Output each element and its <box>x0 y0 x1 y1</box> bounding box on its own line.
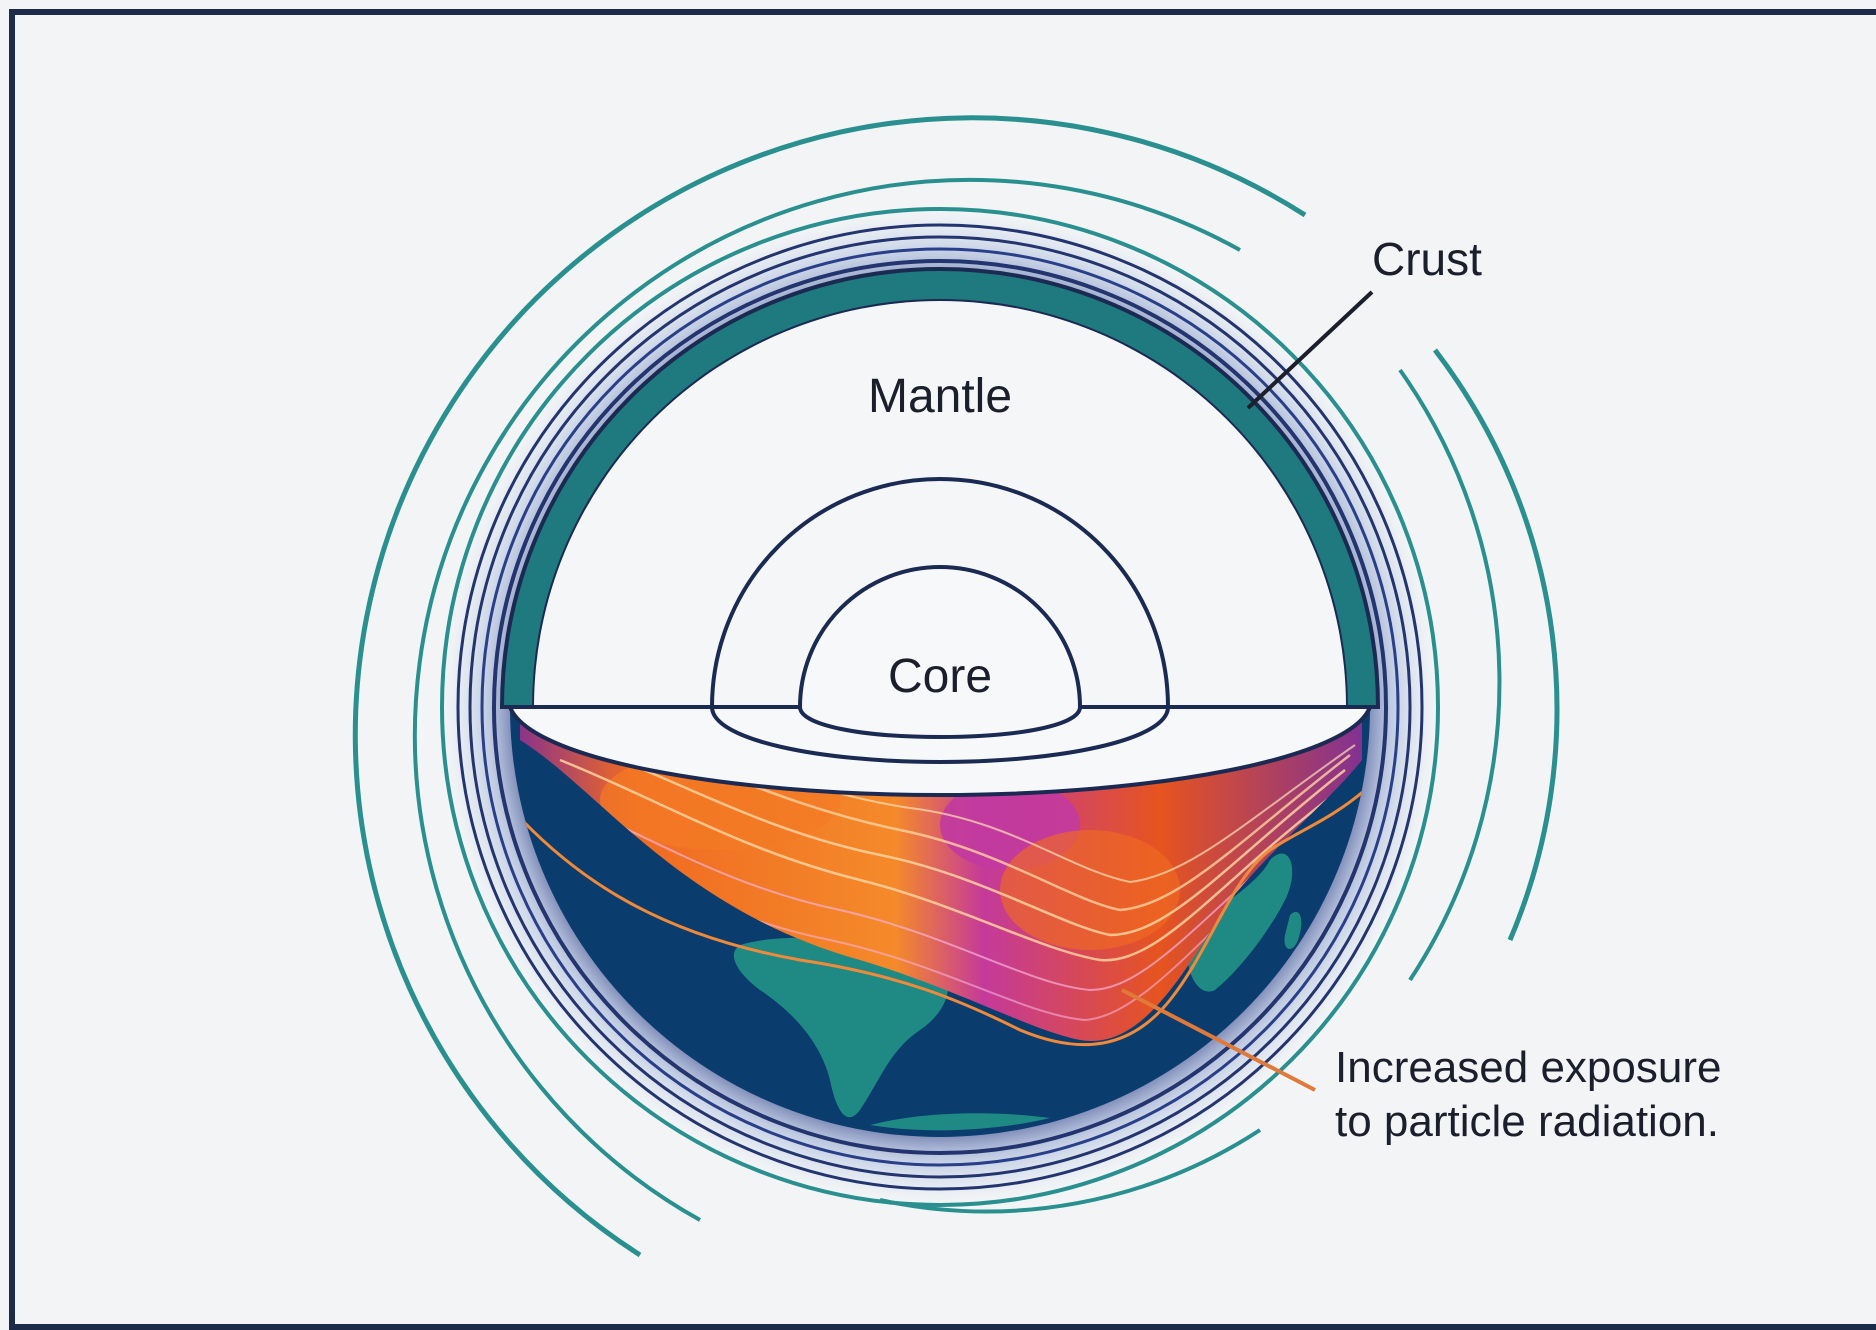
core-label: Core <box>888 650 992 703</box>
annotation-line-1: Increased exposure <box>1335 1043 1721 1092</box>
africa-landmass <box>1186 853 1293 992</box>
field-line-outer-2 <box>1433 348 1560 941</box>
field-ring-2 <box>456 223 1424 1191</box>
madagascar-landmass <box>1284 911 1302 950</box>
antarctica-edge <box>870 1113 1050 1131</box>
annotation-leader-line <box>1121 988 1316 1092</box>
land-masses <box>733 853 1302 1131</box>
field-ring-3 <box>468 235 1412 1179</box>
field-line-outer-1 <box>352 115 1307 1258</box>
field-line-outer-5 <box>879 1128 1262 1214</box>
equatorial-plane <box>507 705 1373 798</box>
field-ring-4 <box>480 247 1400 1167</box>
outer-core <box>709 477 1171 765</box>
field-ring-1 <box>440 207 1440 1207</box>
mantle-label: Mantle <box>868 370 1012 423</box>
crust-label: Crust <box>1372 233 1482 285</box>
annotation-line-2: to particle radiation. <box>1335 1097 1719 1146</box>
anomaly-boundary <box>520 788 1366 1047</box>
crust-leader-line <box>1246 290 1374 410</box>
inner-core <box>797 565 1083 740</box>
border <box>9 9 1876 1330</box>
field-line-outer-4 <box>1398 368 1502 982</box>
field-line-outer-3 <box>412 177 1241 1222</box>
field-ring-5 <box>492 259 1388 1155</box>
south-america-landmass <box>733 937 949 1118</box>
